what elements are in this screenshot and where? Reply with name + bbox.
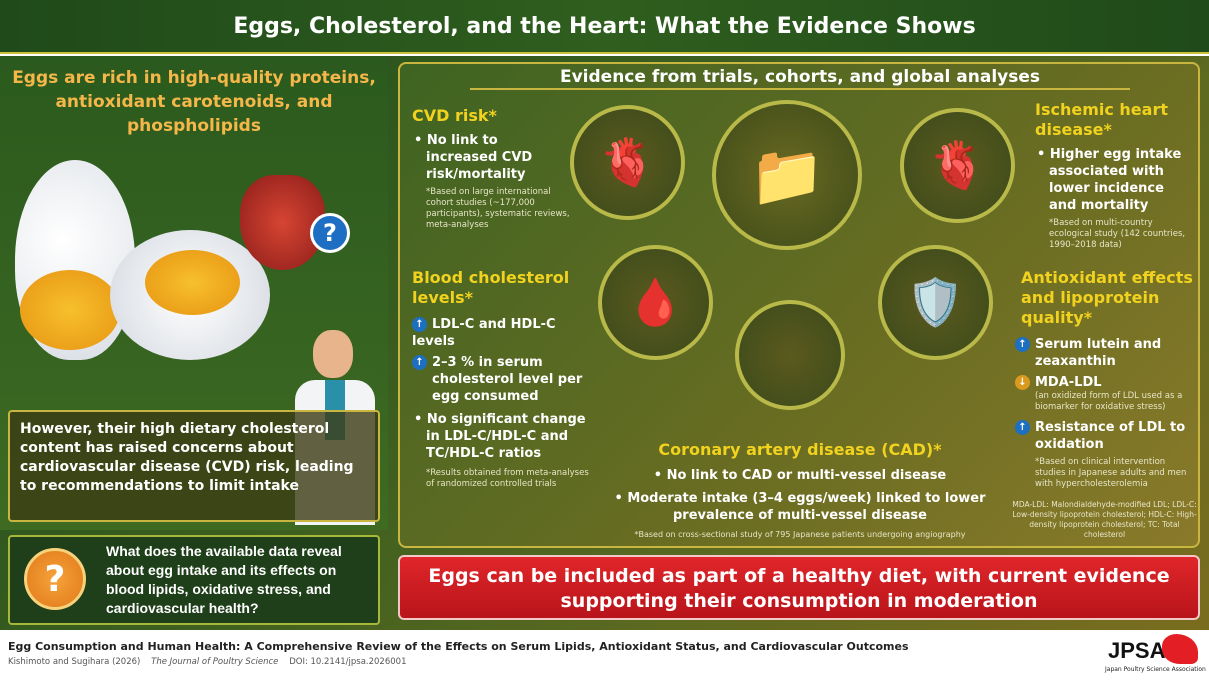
blood-note: *Results obtained from meta-analyses of … (426, 468, 589, 489)
cvd-risk-section: CVD risk* • No link to increased CVD ris… (412, 106, 572, 231)
egg-illustration (15, 150, 270, 380)
journal-name: The Journal of Poultry Science (151, 657, 279, 667)
footer: Egg Consumption and Human Health: A Comp… (0, 630, 1209, 680)
doi: DOI: 10.2141/jpsa.2026001 (289, 657, 407, 667)
antioxidant-heading: Antioxidant effects and lipoprotein qual… (1021, 268, 1193, 327)
cad-heading: Coronary artery disease (CAD)* (658, 440, 942, 459)
cvd-risk-heading: CVD risk* (412, 106, 497, 125)
rooster-logo-icon (1162, 634, 1198, 664)
conclusion-banner: Eggs can be included as part of a health… (398, 555, 1200, 620)
ischemic-heading: Ischemic heart disease* (1035, 100, 1168, 139)
decrease-arrow-icon: ↓ (1015, 375, 1030, 390)
cholesterol-concern-box: However, their high dietary cholesterol … (8, 410, 380, 522)
antioxidant-note: *Based on clinical intervention studies … (1035, 457, 1187, 489)
cad-bullet-2: Moderate intake (3–4 eggs/week) linked t… (627, 491, 986, 523)
authors: Kishimoto and Sugihara (2026) (8, 657, 141, 667)
shield-check-icon: 🛡️ (878, 245, 993, 360)
increase-arrow-icon: ↑ (1015, 337, 1030, 352)
increase-arrow-icon: ↑ (412, 317, 427, 332)
antiox-lutein: Serum lutein and zeaxanthin (1035, 337, 1162, 369)
artery-icon (735, 300, 845, 410)
egg-nutrients-heading: Eggs are rich in high-quality proteins, … (12, 68, 376, 136)
ischemic-note: *Based on multi-country ecological study… (1049, 218, 1186, 250)
folder-icon: 📁 (712, 100, 862, 250)
increase-arrow-icon: ↑ (1015, 420, 1030, 435)
jpsa-logo: JPSA (1108, 638, 1166, 663)
ischemic-heart-icon: 🫀 (900, 108, 1015, 223)
ischemic-section: Ischemic heart disease* • Higher egg int… (1035, 100, 1195, 251)
cvd-warning-heart-icon: 🫀 (570, 105, 685, 220)
blood-item-ldl-hdl: LDL-C and HDL-C levels (412, 317, 556, 349)
paper-title: Egg Consumption and Human Health: A Comp… (8, 640, 909, 653)
cad-section: Coronary artery disease (CAD)* • No link… (600, 440, 1000, 540)
cvd-risk-note: *Based on large international cohort stu… (426, 187, 570, 230)
abbreviations-note: MDA-LDL: Malondialdehyde-modified LDL; L… (1012, 500, 1197, 539)
antioxidant-section: Antioxidant effects and lipoprotein qual… (1015, 268, 1195, 490)
heart-icon (240, 175, 325, 270)
blood-cholesterol-heading: Blood cholesterol levels* (412, 268, 570, 307)
ischemic-bullet: Higher egg intake associated with lower … (1049, 147, 1182, 213)
increase-arrow-icon: ↑ (412, 355, 427, 370)
evidence-panel-title: Evidence from trials, cohorts, and globa… (470, 64, 1130, 90)
cad-note: *Based on cross-sectional study of 795 J… (634, 530, 966, 539)
blood-item-serum: 2–3 % in serum cholesterol level per egg… (432, 355, 583, 404)
jpsa-logo-subtitle: Japan Poultry Science Association (1105, 666, 1206, 673)
blood-ratio-bullet: No significant change in LDL-C/HDL-C and… (426, 412, 586, 461)
blood-drop-magnifier-icon: 🩸 (598, 245, 713, 360)
cad-bullet-1: No link to CAD or multi-vessel disease (666, 468, 947, 483)
antiox-mda-ldl: MDA-LDL (1035, 375, 1102, 390)
header-title: Eggs, Cholesterol, and the Heart: What t… (0, 0, 1209, 54)
mda-ldl-note: (an oxidized form of LDL used as a bioma… (1035, 391, 1183, 412)
cvd-risk-bullet: No link to increased CVD risk/mortality (426, 133, 533, 182)
blood-cholesterol-section: Blood cholesterol levels* ↑LDL-C and HDL… (412, 268, 597, 490)
antiox-ldl-resistance: Resistance of LDL to oxidation (1035, 420, 1186, 452)
question-badge-icon: ? (310, 213, 350, 253)
research-question-box: What does the available data reveal abou… (8, 535, 380, 625)
question-mark-icon: ? (24, 548, 86, 610)
